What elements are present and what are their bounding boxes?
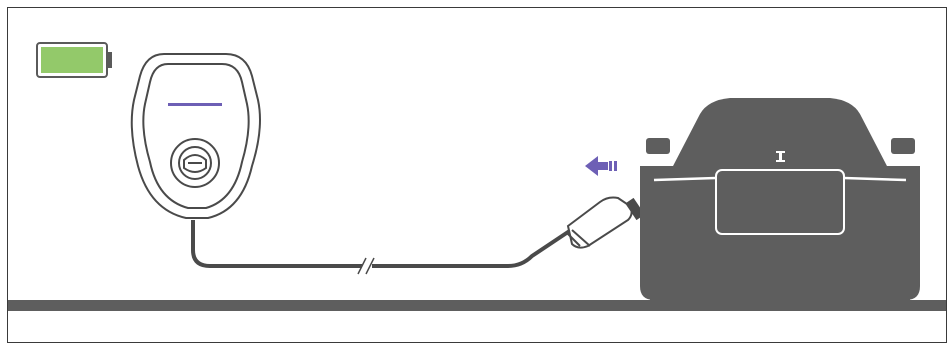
charging-cable-icon	[191, 220, 576, 275]
wall-charger-icon	[130, 53, 261, 219]
battery-full-icon	[36, 42, 112, 78]
cable-break-mark	[357, 257, 367, 275]
grille	[715, 169, 845, 235]
car-front-icon	[640, 98, 920, 302]
charging-connector-icon	[565, 196, 645, 249]
ground-line	[8, 300, 946, 311]
charger-indicator-light	[168, 103, 222, 106]
left-mirror	[646, 138, 670, 154]
plug-in-arrow-icon	[585, 156, 617, 176]
right-mirror	[891, 138, 915, 154]
hood-ornament-icon	[776, 151, 785, 162]
